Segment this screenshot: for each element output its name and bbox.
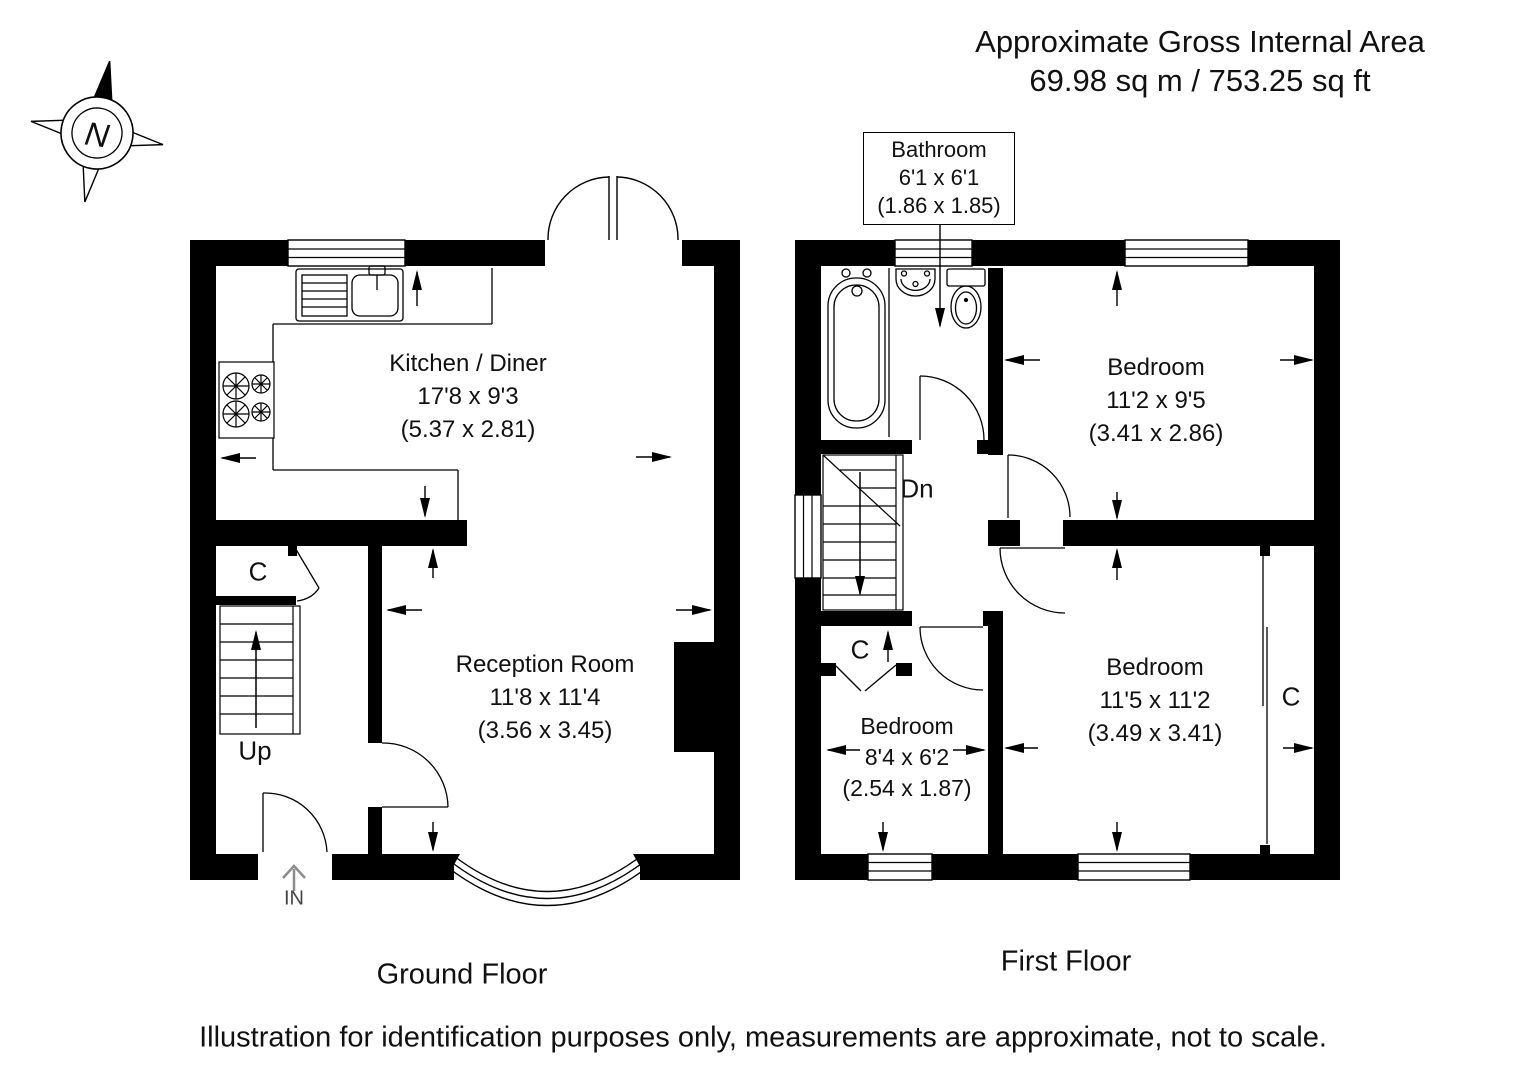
measurement-arrows-first — [826, 270, 1314, 852]
french-doors — [547, 176, 679, 241]
measurement-arrows-ground — [220, 270, 712, 852]
bedroom3-label: Bedroom 8'4 x 6'2 (2.54 x 1.87) — [842, 711, 971, 804]
bay-window — [445, 855, 650, 907]
toilet — [946, 268, 986, 329]
bathroom-name: Bathroom — [891, 137, 987, 162]
stairs-down-label: Dn — [900, 473, 934, 504]
bedroom2-imperial: 11'5 x 11'2 — [1099, 687, 1211, 714]
ground-floor-plan — [190, 176, 740, 907]
area-title: Approximate Gross Internal Area — [975, 24, 1425, 59]
kitchen-counter — [272, 268, 493, 520]
bedroom1-name: Bedroom — [1107, 354, 1205, 381]
bedroom3-metric: (2.54 x 1.87) — [842, 775, 972, 801]
bedroom-closet-label: C — [1281, 681, 1301, 712]
kitchen-sink — [295, 265, 404, 322]
kitchen-window — [287, 239, 406, 267]
bifold-door — [835, 664, 897, 692]
disclaimer-text: Illustration for identification purposes… — [199, 1021, 1327, 1054]
ground-floor-doors — [262, 545, 449, 853]
first-floor-title: First Floor — [1000, 945, 1132, 978]
kitchen-imperial: 17'8 x 9'3 — [417, 383, 519, 410]
ground-floor-title: Ground Floor — [376, 958, 548, 991]
stove-hob — [218, 361, 275, 439]
bedroom3-name: Bedroom — [860, 713, 954, 739]
kitchen-label: Kitchen / Diner 17'8 x 9'3 (5.37 x 2.81) — [389, 347, 546, 446]
landing-closet-label: C — [850, 634, 870, 665]
bathroom-metric: (1.86 x 1.85) — [877, 193, 1001, 218]
entrance-label: IN — [284, 887, 304, 910]
bedroom2-label: Bedroom 11'5 x 11'2 (3.49 x 3.41) — [1088, 651, 1223, 750]
first-floor-walls — [795, 240, 1340, 880]
area-value: 69.98 sq m / 753.25 sq ft — [1029, 63, 1371, 98]
reception-imperial: 11'8 x 11'4 — [489, 684, 601, 711]
bedroom2-name: Bedroom — [1106, 654, 1204, 681]
bathroom-callout: Bathroom 6'1 x 6'1 (1.86 x 1.85) — [863, 132, 1015, 225]
stairs-down — [822, 454, 904, 611]
bedroom1-imperial: 11'2 x 9'5 — [1106, 387, 1206, 414]
reception-label: Reception Room 11'8 x 11'4 (3.56 x 3.45) — [456, 648, 635, 747]
kitchen-metric: (5.37 x 2.81) — [400, 416, 536, 443]
compass-north-label: N — [82, 114, 112, 155]
reception-name: Reception Room — [455, 651, 635, 678]
sliding-closet-door — [1262, 553, 1268, 844]
bedroom2-metric: (3.49 x 3.41) — [1087, 720, 1223, 747]
stairs-up — [219, 605, 301, 735]
first-floor-plan — [794, 222, 1340, 881]
first-floor-doors — [919, 375, 1071, 691]
bedroom1-metric: (3.41 x 2.86) — [1088, 420, 1224, 447]
stairs-up-label: Up — [238, 735, 272, 766]
kitchen-name: Kitchen / Diner — [389, 350, 547, 377]
basin — [895, 268, 936, 297]
bathtub — [827, 268, 890, 437]
first-floor-windows — [794, 239, 1249, 881]
ground-floor-walls — [190, 240, 740, 880]
ground-closet-label: C — [248, 556, 268, 587]
bedroom1-label: Bedroom 11'2 x 9'5 (3.41 x 2.86) — [1089, 351, 1224, 450]
compass-rose-icon — [30, 60, 164, 203]
reception-metric: (3.56 x 3.45) — [477, 717, 613, 744]
bathroom-imperial: 6'1 x 6'1 — [898, 165, 980, 190]
bedroom3-imperial: 8'4 x 6'2 — [864, 744, 950, 770]
entrance-arrow-icon — [282, 864, 306, 891]
